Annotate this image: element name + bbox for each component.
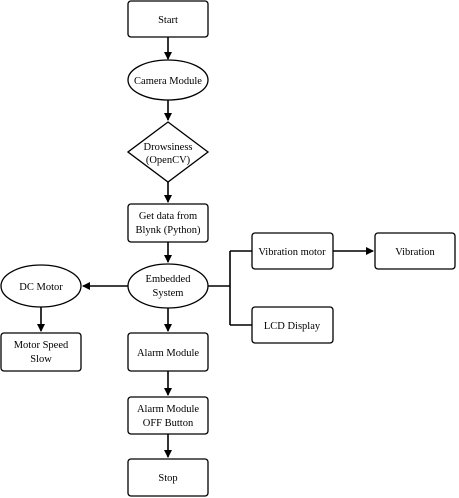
node-embedded-system-label-line2: System — [153, 288, 184, 299]
node-motor-speed-slow: Motor Speed Slow — [0, 332, 82, 372]
node-vibration: Vibration — [374, 232, 456, 270]
node-vibration-motor: Vibration motor — [251, 232, 334, 270]
node-stop-label: Stop — [158, 473, 177, 484]
node-dc-motor: DC Motor — [0, 264, 82, 308]
node-stop: Stop — [127, 458, 209, 497]
node-dc-motor-label: DC Motor — [19, 282, 63, 293]
node-get-blynk-data: Get data from Blynk (Python) — [127, 203, 209, 243]
node-start: Start — [127, 0, 209, 38]
node-vibration-motor-label: Vibration motor — [258, 247, 326, 258]
node-get-blynk-data-label-line1: Get data from — [139, 211, 197, 222]
node-embedded-system-label-line1: Embedded — [146, 274, 192, 285]
node-drowsiness: Drowsiness (OpenCV) — [126, 121, 210, 183]
node-alarm-off-button-label-line2: OFF Button — [143, 418, 194, 429]
node-camera-module: Camera Module — [127, 59, 209, 101]
node-lcd-display: LCD Display — [251, 306, 334, 344]
node-alarm-module-label: Alarm Module — [137, 348, 199, 359]
node-get-blynk-data-label-line2: Blynk (Python) — [135, 225, 201, 236]
node-drowsiness-label-line2: (OpenCV) — [146, 155, 191, 166]
node-motor-speed-slow-label-line1: Motor Speed — [14, 340, 69, 351]
node-alarm-off-button: Alarm Module OFF Button — [127, 396, 209, 435]
node-alarm-off-button-label-line1: Alarm Module — [137, 404, 199, 415]
node-start-label: Start — [158, 15, 178, 26]
node-motor-speed-slow-label-line2: Slow — [30, 354, 52, 365]
node-vibration-label: Vibration — [395, 247, 435, 258]
node-embedded-system: Embedded System — [127, 263, 209, 309]
node-lcd-display-label: LCD Display — [264, 321, 321, 332]
connectors — [37, 37, 374, 458]
node-drowsiness-label-line1: Drowsiness — [144, 142, 193, 153]
node-alarm-module: Alarm Module — [127, 332, 209, 372]
node-camera-module-label: Camera Module — [134, 76, 202, 87]
